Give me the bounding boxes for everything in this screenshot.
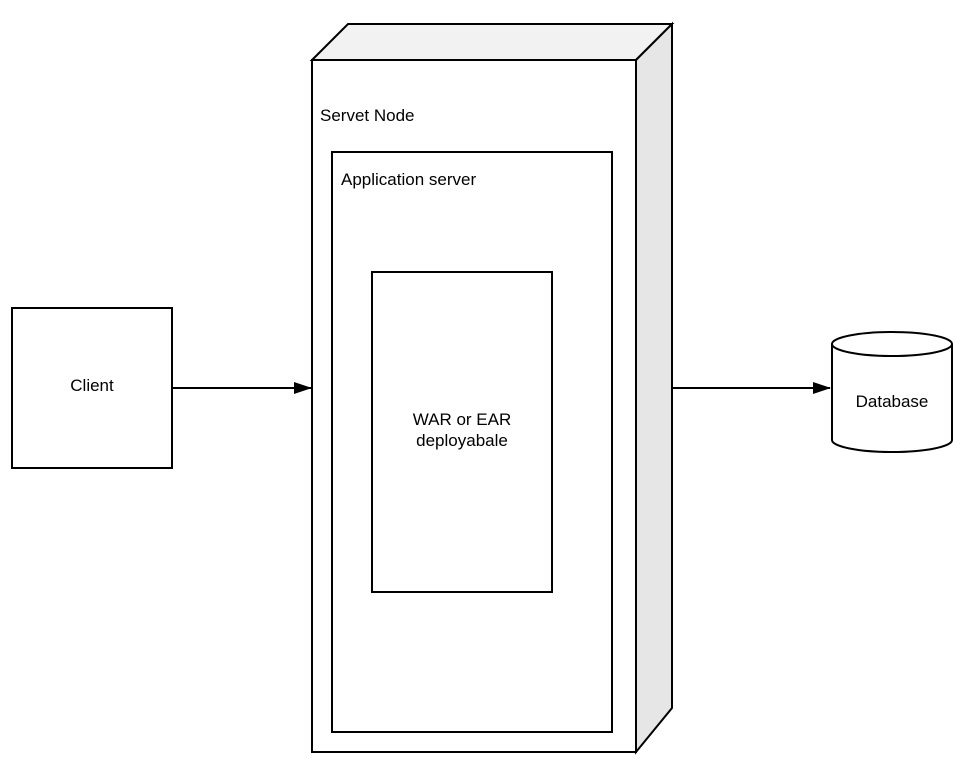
client-node[interactable]: Client xyxy=(11,307,173,469)
server-node-top-face xyxy=(309,23,675,61)
server-node-side-face xyxy=(635,21,673,755)
database-body[interactable] xyxy=(831,344,953,453)
deployable-label-line1: WAR or EAR xyxy=(413,410,512,429)
database-node[interactable]: Database xyxy=(831,331,953,453)
client-box[interactable] xyxy=(11,307,173,469)
database-top xyxy=(831,331,953,357)
server-node-label: Servet Node xyxy=(320,106,415,125)
deployable-box[interactable] xyxy=(371,271,553,593)
application-server-label: Application server xyxy=(341,170,476,189)
database-label: Database xyxy=(856,392,929,411)
deployable-artifact[interactable]: WAR or EAR deployabale xyxy=(371,271,553,593)
deployable-label-line2: deployabale xyxy=(416,431,508,450)
client-label: Client xyxy=(70,376,114,395)
